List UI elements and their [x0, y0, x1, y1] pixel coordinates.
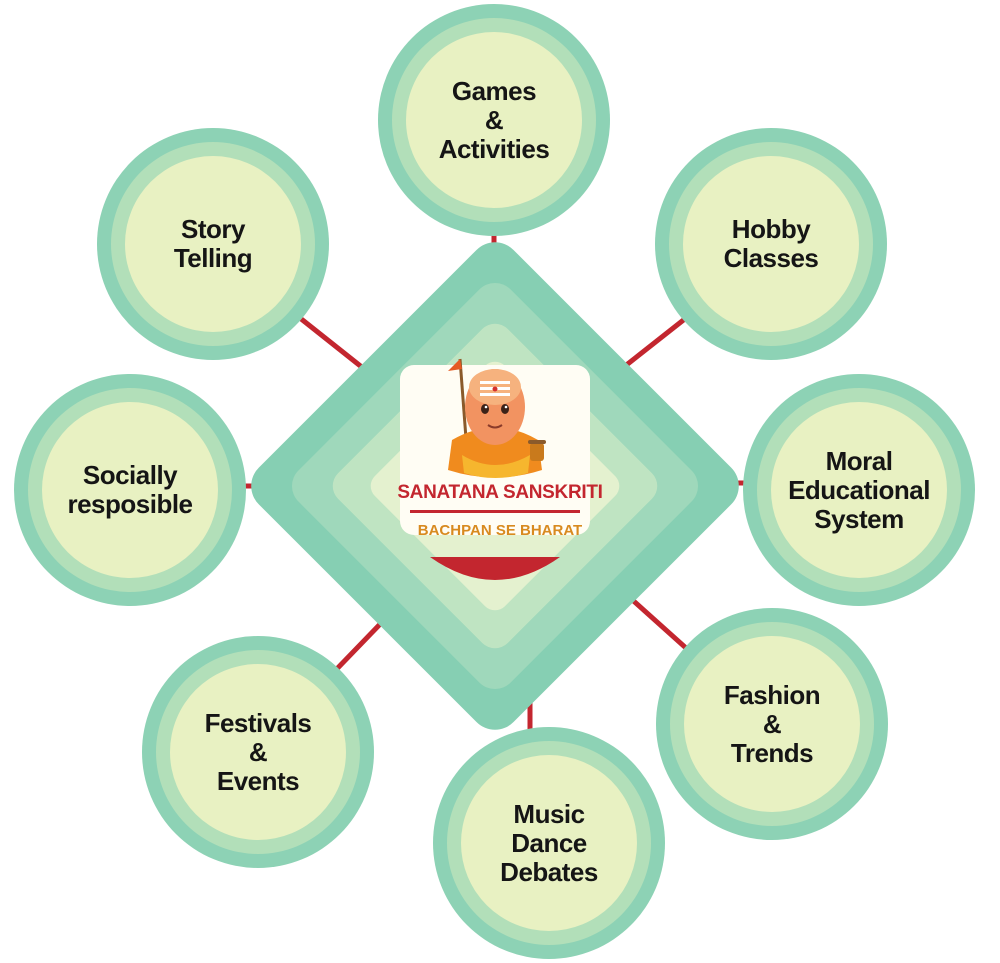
node-games-activities: Games & Activities: [378, 4, 610, 236]
brand-tagline: BACHPAN SE BHARAT: [417, 522, 583, 539]
brand-name: SANATANA SANSKRITI: [397, 482, 603, 503]
node-label: Hobby Classes: [677, 128, 865, 360]
connector-story: [298, 316, 370, 374]
node-text: Socially: [82, 460, 178, 490]
node-label: Games & Activities: [400, 4, 588, 236]
connector-hobby: [618, 316, 688, 372]
node-hobby-classes: Hobby Classes: [655, 128, 887, 360]
connector-fashion: [626, 594, 688, 650]
node-text: Trends: [730, 737, 814, 768]
node-text: Games: [451, 75, 537, 106]
node-text: Dance: [511, 827, 587, 858]
node-text: Fashion: [723, 679, 821, 710]
node-text: &: [762, 708, 782, 739]
node-label: Socially resposible: [36, 374, 224, 606]
node-story-telling: Story Telling: [97, 128, 329, 360]
node-label: Story Telling: [119, 128, 307, 360]
node-fashion-trends: Fashion & Trends: [656, 608, 888, 840]
node-text: Activities: [438, 133, 550, 164]
node-moral-educational-system: Moral Educational System: [743, 374, 975, 606]
node-socially-responsible: Socially resposible: [14, 374, 246, 606]
node-text: Telling: [173, 243, 253, 273]
node-label: Moral Educational System: [765, 374, 953, 606]
node-text: &: [248, 736, 268, 767]
sage-child-icon: [448, 358, 546, 478]
node-text: Story: [181, 214, 245, 244]
node-text: Classes: [723, 243, 819, 273]
connector-festivals: [328, 616, 388, 678]
node-label: Music Dance Debates: [455, 727, 643, 959]
sanatana-sanskriti-logo: [400, 358, 590, 580]
node-text: Educational: [788, 474, 930, 505]
node-text: Music: [513, 798, 585, 829]
node-text: Debates: [500, 856, 598, 887]
node-text: System: [814, 503, 904, 534]
node-text: &: [484, 104, 504, 135]
node-label: Festivals & Events: [164, 636, 352, 868]
node-text: resposible: [67, 489, 193, 519]
node-text: Festivals: [204, 707, 312, 738]
node-music-dance-debates: Music Dance Debates: [433, 727, 665, 959]
node-text: Hobby: [731, 214, 811, 244]
node-text: Events: [216, 765, 300, 796]
node-text: Moral: [825, 445, 893, 476]
node-label: Fashion & Trends: [678, 608, 866, 840]
node-festivals-events: Festivals & Events: [142, 636, 374, 868]
